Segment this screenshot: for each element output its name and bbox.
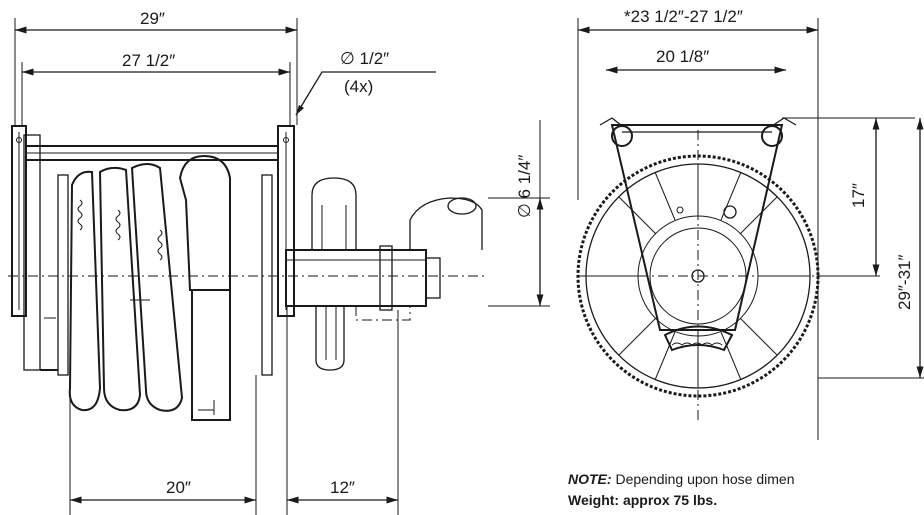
side-view: *23 1/2″-27 1/2″ 20 1/8″	[576, 7, 924, 440]
weight-text: Weight: approx 75 lbs.	[568, 492, 718, 508]
side-total-height-label: 29″-31″	[895, 254, 914, 310]
mounting-bracket	[610, 124, 784, 331]
note-label: NOTE:	[568, 471, 612, 487]
overall-width-label: 29″	[140, 9, 165, 28]
outlet-length-label: 12″	[330, 478, 355, 497]
frame-width-label: 27 1/2″	[122, 51, 175, 70]
side-frame-width-label: 20 1/8″	[656, 47, 709, 66]
note-body: Depending upon hose dimen	[611, 471, 795, 487]
hose-diameter-label: ∅ 6 1/4″	[515, 155, 534, 218]
note-text: NOTE: Depending upon hose dimen	[568, 471, 794, 487]
side-overall-width-label: *23 1/2″-27 1/2″	[624, 7, 743, 26]
side-height-label: 17″	[849, 183, 868, 208]
front-view: 29″ 27 1/2″ ∅ 1/2″ (4x)	[8, 9, 550, 515]
bolt-count-label: (4x)	[344, 77, 373, 96]
base-width-label: 20″	[166, 478, 191, 497]
bolt-hole-leader	[295, 71, 436, 116]
bolt-hole-label: ∅ 1/2″	[340, 49, 389, 68]
